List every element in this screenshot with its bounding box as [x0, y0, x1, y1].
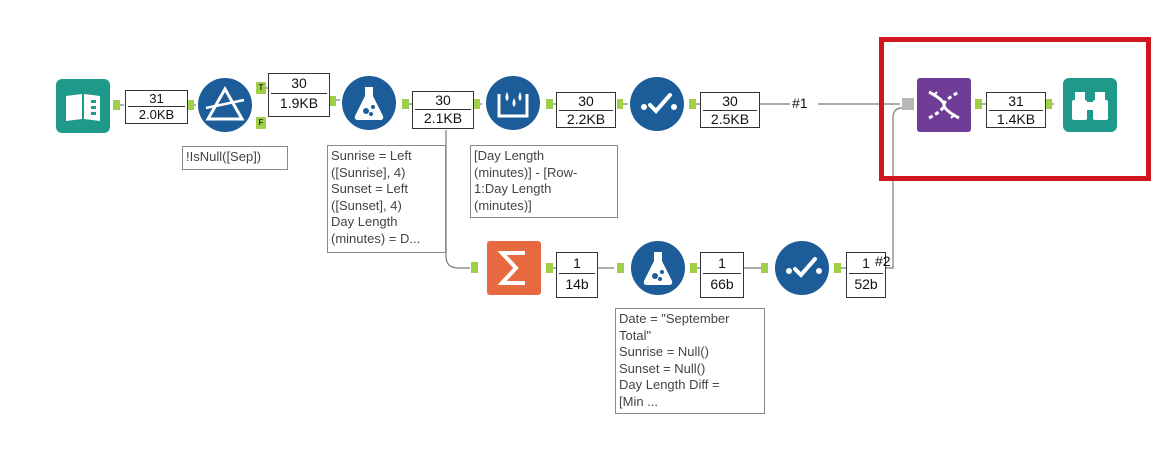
input-anchor[interactable] [330, 96, 336, 106]
checkmark-icon [786, 257, 822, 278]
input-anchor[interactable] [1046, 99, 1052, 109]
true-anchor[interactable]: T [256, 82, 266, 94]
input-anchor[interactable] [471, 262, 478, 273]
checkmark-icon [641, 93, 677, 114]
select-tool[interactable] [630, 77, 684, 131]
metric-box-filter-true: 30 1.9KB [268, 73, 330, 117]
multi-row-formula-icon [497, 92, 529, 118]
output-anchor[interactable] [834, 263, 841, 273]
metric-box-select: 30 2.5KB [700, 92, 760, 128]
metric-box-input: 31 2.0KB [125, 90, 188, 124]
output-anchor[interactable] [113, 100, 120, 110]
highlight-box [879, 37, 1151, 181]
metric-box-formula: 30 2.1KB [412, 91, 474, 129]
filter-triangle-icon [205, 85, 245, 121]
output-anchor[interactable] [690, 263, 697, 273]
formula-annotation: Sunrise = Left ([Sunrise], 4) Sunset = L… [327, 145, 446, 253]
multi-row-formula-tool[interactable] [486, 76, 540, 130]
output-anchor[interactable] [689, 99, 696, 109]
formula-tool[interactable] [342, 76, 396, 130]
output-anchor[interactable] [975, 99, 982, 109]
metric-box-multirow: 30 2.2KB [556, 92, 616, 128]
sigma-icon [497, 251, 525, 285]
filter-annotation: !IsNull([Sep]) [182, 146, 288, 170]
input-anchor[interactable] [188, 100, 194, 110]
formula-tool-2[interactable] [631, 241, 685, 295]
book-icon [66, 94, 100, 121]
output-anchor[interactable] [546, 99, 553, 109]
input-anchor[interactable] [474, 99, 480, 109]
flask-icon [643, 252, 673, 285]
metric-box-select-2: 1 52b [846, 252, 886, 298]
multirow-annotation: [Day Length (minutes)] - [Row- 1:Day Len… [470, 145, 618, 218]
metric-box-formula-2: 1 66b [700, 252, 744, 298]
input-anchor[interactable] [617, 263, 624, 273]
output-anchor[interactable] [402, 99, 409, 109]
formula2-annotation: Date = "September Total" Sunrise = Null(… [615, 308, 765, 414]
input-anchor[interactable] [761, 263, 768, 273]
flask-icon [354, 87, 384, 120]
dna-icon [928, 90, 960, 120]
connection-label-2: #2 [875, 253, 891, 269]
binoculars-icon [1072, 92, 1108, 120]
false-anchor[interactable]: F [256, 117, 266, 129]
input-anchor[interactable] [617, 99, 623, 109]
connection-label-1: #1 [792, 95, 808, 111]
metric-box-union: 31 1.4KB [986, 92, 1046, 128]
union-multi-input-anchor[interactable] [902, 98, 914, 110]
metric-box-summarize: 1 14b [556, 252, 598, 298]
output-anchor[interactable] [546, 263, 553, 273]
select-tool-2[interactable] [775, 241, 829, 295]
browse-tool[interactable] [1063, 78, 1117, 132]
summarize-tool[interactable] [487, 241, 541, 295]
union-tool[interactable] [917, 78, 971, 132]
filter-tool[interactable] [198, 78, 252, 132]
input-data-tool[interactable] [56, 79, 110, 133]
